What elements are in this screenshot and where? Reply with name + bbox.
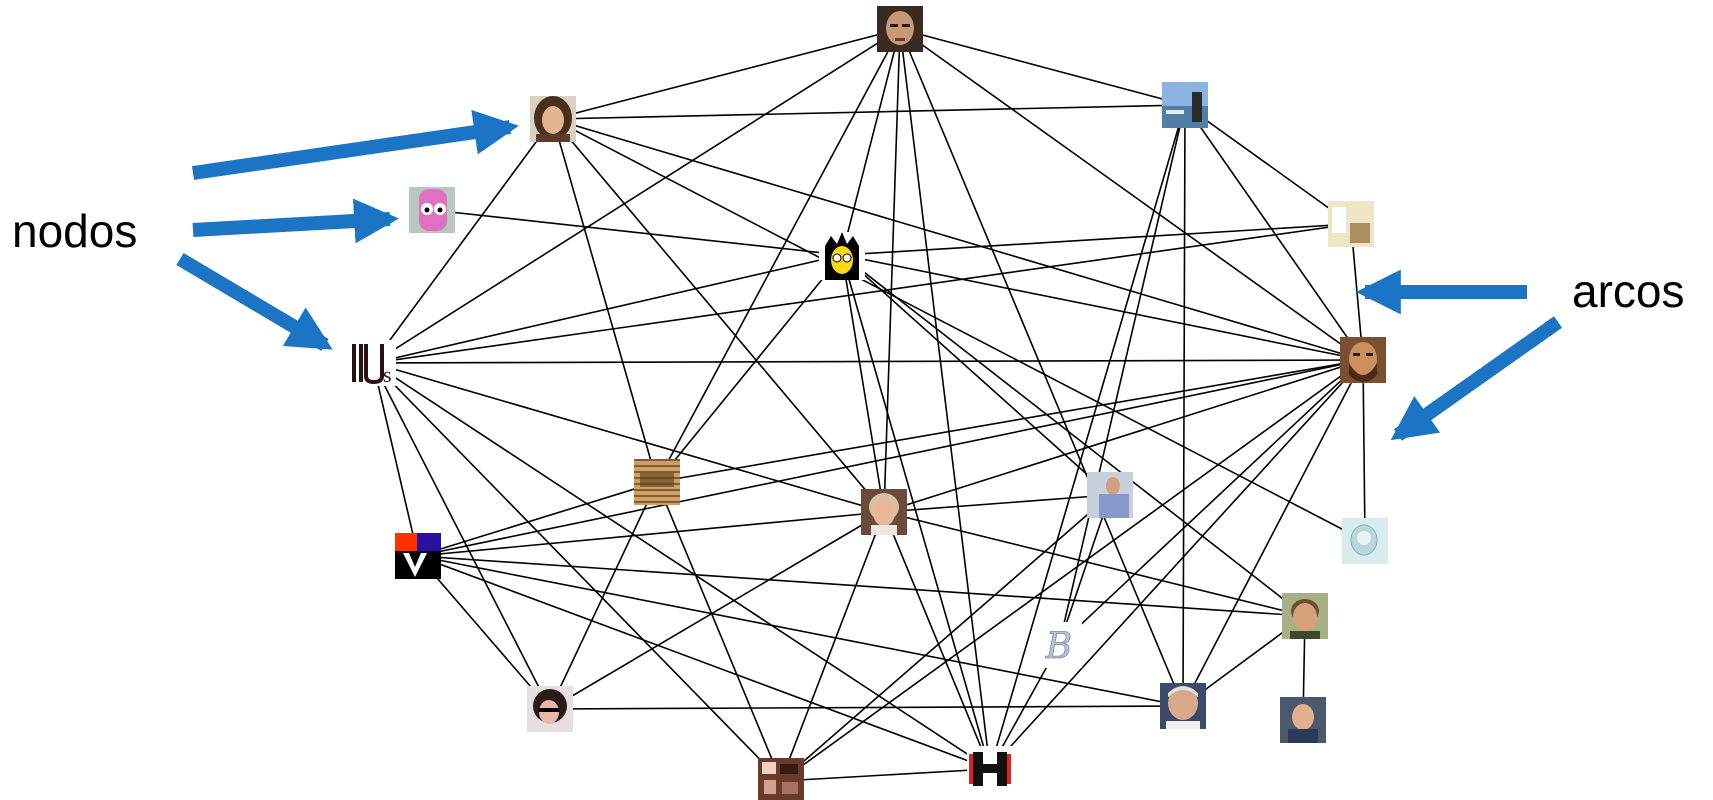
graph-edge — [417, 481, 658, 557]
graph-edge — [372, 254, 843, 364]
graph-edge — [780, 359, 1364, 782]
graph-edge — [549, 705, 1184, 710]
graph-edge — [372, 118, 554, 364]
young-man-avatar — [1282, 593, 1328, 639]
graph-edge — [372, 362, 885, 513]
graph-edge — [372, 362, 782, 782]
graph-edge — [841, 254, 885, 513]
arcos-arrow-2 — [1390, 316, 1563, 441]
graph-edge — [841, 223, 1352, 256]
graph-edge — [989, 359, 1364, 770]
graph-edge — [656, 254, 843, 483]
graph-edge — [899, 28, 1186, 106]
graph-edge — [431, 209, 843, 256]
graph-edge — [417, 555, 1184, 707]
graph-edge — [1058, 104, 1186, 646]
graph-edge — [372, 362, 551, 710]
graph-edge — [841, 254, 991, 770]
lisa-simpson-avatar — [819, 232, 865, 280]
graph-edge — [372, 28, 901, 364]
nodes-label: nodos — [12, 205, 138, 257]
graph-edge — [552, 118, 658, 483]
graph-edge — [549, 481, 658, 710]
graph-edge — [780, 768, 991, 782]
graph-edge — [372, 223, 1352, 364]
graph-edge — [1182, 104, 1186, 707]
lus-logo: s — [350, 340, 396, 387]
boy-avatar — [1280, 697, 1326, 743]
graph-edge — [372, 362, 991, 770]
graph-edge — [656, 28, 901, 483]
graph-edge — [656, 359, 1364, 483]
graph-edge — [417, 555, 551, 710]
graph-edge — [1182, 359, 1364, 707]
astronaut-avatar — [1342, 518, 1388, 564]
edges-label: arcos — [1572, 265, 1685, 317]
bald-man-avatar — [877, 6, 923, 52]
graph-edge — [841, 28, 901, 256]
graph-edge — [552, 118, 1366, 542]
older-man-avatar — [1160, 683, 1206, 729]
graph-edge — [372, 362, 419, 557]
graph-edge — [552, 28, 901, 120]
graph-edge — [899, 28, 1364, 361]
script-b-logo: B — [1036, 622, 1082, 668]
graph-edge — [549, 511, 885, 710]
nodos-arrow-3 — [176, 252, 333, 352]
room-photo-avatar — [1328, 201, 1374, 247]
graph-edge — [417, 359, 1364, 557]
graph-edge — [1184, 104, 1352, 225]
graph-edge — [1362, 359, 1366, 542]
graph-edge — [899, 28, 991, 770]
graph-edge — [417, 511, 885, 557]
beach-photo-avatar — [1162, 82, 1208, 128]
nodos-arrow-2 — [192, 198, 399, 244]
grandmother-avatar — [861, 489, 907, 535]
graph-edge — [417, 555, 991, 770]
graph-edges — [372, 28, 1366, 782]
graph-edge — [841, 254, 1364, 361]
collage-avatar — [758, 758, 804, 800]
woman-curly-hair-avatar — [530, 96, 576, 142]
graph-edge — [1058, 494, 1111, 646]
graph-edge — [552, 118, 885, 513]
nodos-arrow-1 — [191, 109, 519, 180]
h-logo — [967, 746, 1013, 792]
graph-edge — [552, 104, 1186, 120]
wooden-sign-avatar — [634, 459, 680, 505]
graph-nodes: s — [350, 6, 1388, 800]
v-logo — [395, 533, 441, 579]
graph-edge — [989, 104, 1186, 770]
graph-edge — [552, 118, 1364, 361]
glasses-person-avatar — [527, 686, 573, 732]
man-blue-shirt-avatar — [1087, 472, 1133, 518]
svg-text:B: B — [1045, 626, 1072, 667]
svg-text:s: s — [383, 362, 392, 387]
graph-edge — [899, 28, 1184, 707]
graph-edge — [883, 494, 1111, 513]
graph-edge — [780, 511, 885, 782]
graph-edge — [1058, 359, 1364, 646]
graph-edge — [883, 511, 991, 770]
bearded-man-avatar — [1340, 337, 1386, 383]
pink-cartoon-avatar — [409, 187, 455, 233]
graph-edge — [883, 28, 901, 513]
graph-edge — [372, 359, 1364, 364]
annotation-arrows — [176, 109, 1563, 441]
graph-edge — [417, 555, 1306, 617]
graph-edge — [883, 359, 1364, 513]
graph-edge — [841, 254, 1306, 617]
graph-edge — [1184, 104, 1364, 361]
graph-edge — [780, 494, 1111, 782]
graph-edge — [883, 511, 1306, 617]
